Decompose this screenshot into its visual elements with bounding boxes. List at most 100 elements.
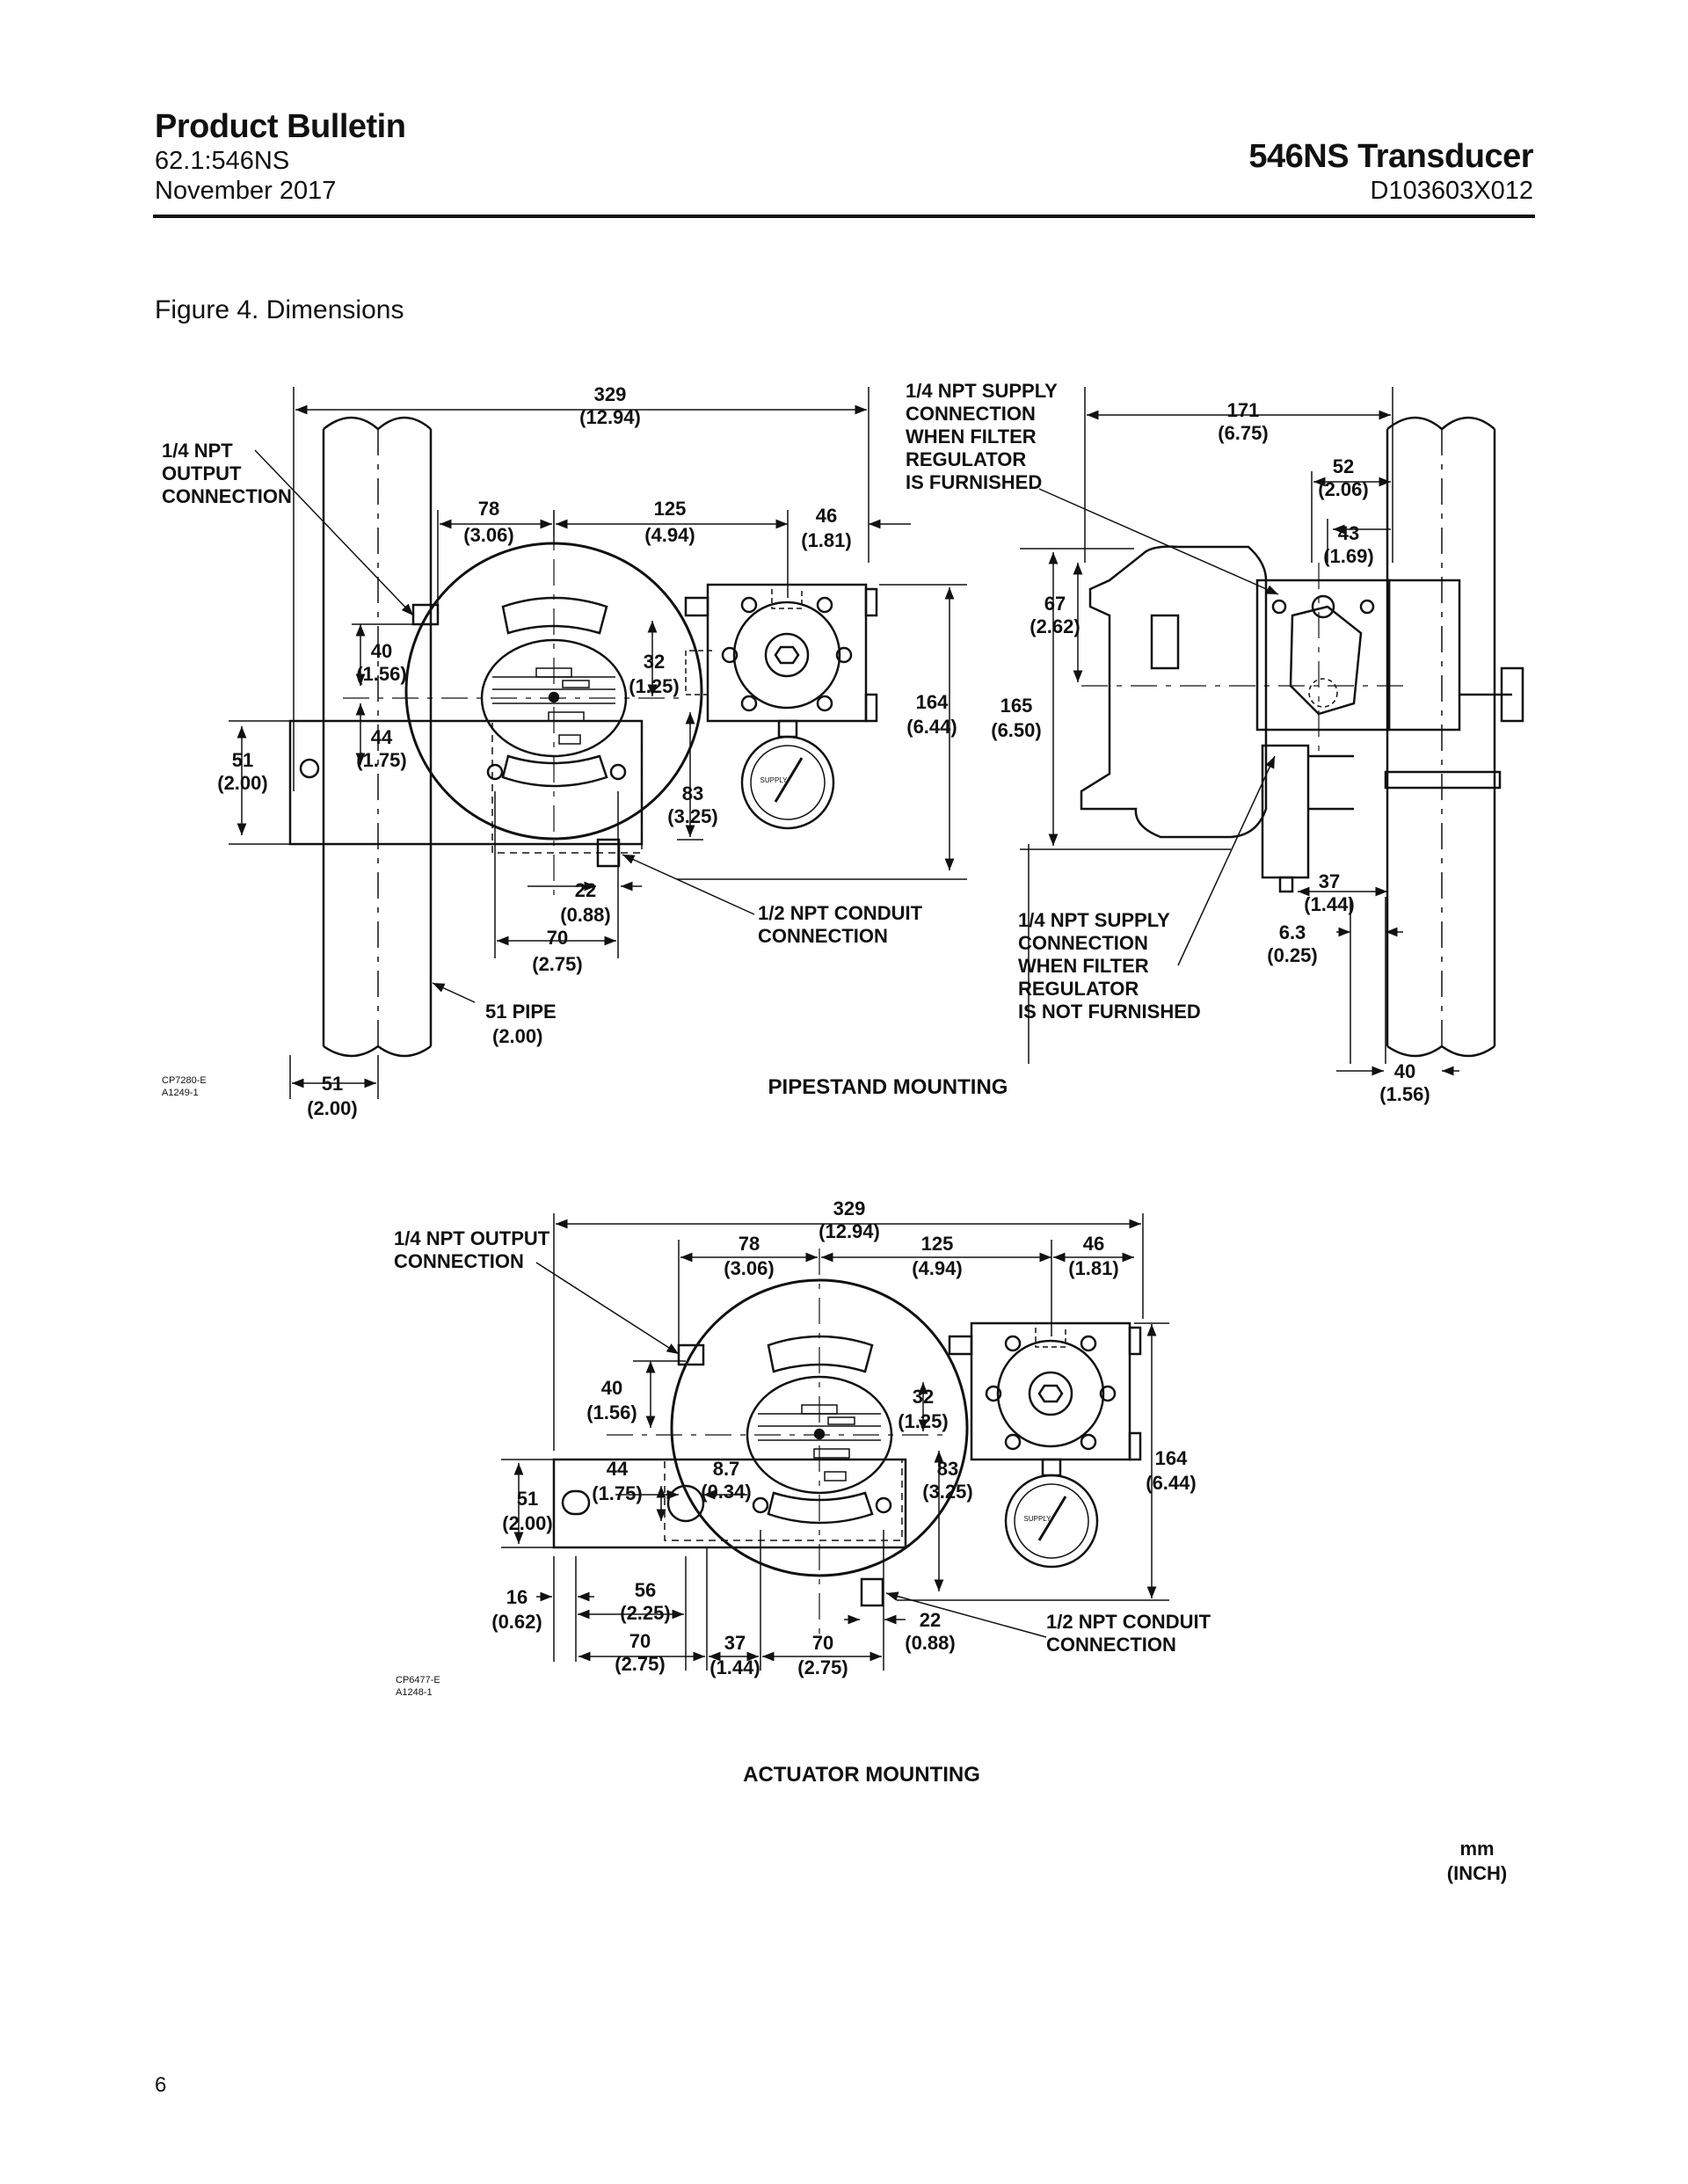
dimension-label: 125 xyxy=(654,498,687,520)
dimension-label: CP7280-E xyxy=(162,1075,207,1086)
dimension-label: (1.44) xyxy=(709,1656,760,1678)
dimension-label: 1/2 NPT CONDUIT xyxy=(758,902,923,924)
actuator-terminal-box xyxy=(970,1321,1131,1461)
dimension-label: (4.94) xyxy=(912,1257,962,1279)
dimension-label: (0.25) xyxy=(1267,944,1317,966)
dimension-label: (0.62) xyxy=(491,1611,542,1633)
dimension-label: CONNECTION xyxy=(1018,932,1148,954)
dimension-label: (1.25) xyxy=(898,1410,948,1432)
dimension-label: CONNECTION xyxy=(394,1250,524,1272)
dimension-label: 329 xyxy=(594,383,627,405)
dimension-label: 164 xyxy=(1155,1447,1188,1469)
dimension-label: 83 xyxy=(937,1458,958,1480)
pipestand-title: PIPESTAND MOUNTING xyxy=(768,1075,1008,1099)
dimension-label: SUPPLY xyxy=(1024,1515,1052,1523)
dimension-label: (2.75) xyxy=(615,1653,665,1675)
product-title: 546NS Transducer xyxy=(1248,138,1533,175)
dimension-label: 56 xyxy=(635,1579,656,1601)
output-port-boss xyxy=(411,603,440,626)
dimension-label: 125 xyxy=(921,1233,954,1255)
dimension-label: (12.94) xyxy=(819,1220,880,1242)
dimension-label: (1.56) xyxy=(586,1401,637,1423)
dimension-label: (1.56) xyxy=(356,663,406,685)
dimension-label: (1.25) xyxy=(629,675,679,697)
pipestand-front-view xyxy=(288,416,878,1058)
dimension-label: 67 xyxy=(1044,593,1066,615)
dimension-label: 51 PIPE xyxy=(485,1001,557,1023)
dimension-label: 40 xyxy=(1394,1060,1415,1082)
dimension-label: 83 xyxy=(682,783,703,804)
bulletin-number: 62.1:546NS xyxy=(155,147,290,175)
dimension-label: 164 xyxy=(916,691,949,713)
dimension-label: 51 xyxy=(232,749,253,771)
bulletin-date: November 2017 xyxy=(155,177,337,205)
pipestand-front-labels: 1/4 NPT OUTPUT CONNECTION 329 (12.94) 78… xyxy=(162,383,1008,1119)
dimension-label: 51 xyxy=(517,1488,538,1510)
dimension-label: (6.75) xyxy=(1218,422,1268,444)
dimension-label: 22 xyxy=(920,1609,941,1631)
dimension-label: 78 xyxy=(738,1233,760,1255)
units-legend: mm (INCH) xyxy=(1447,1838,1507,1884)
dimension-label: WHEN FILTER xyxy=(1018,955,1149,977)
dimension-label: (2.00) xyxy=(307,1097,357,1119)
dimension-label: REGULATOR xyxy=(1018,978,1139,1000)
dimension-label: (2.62) xyxy=(1030,615,1080,637)
dimension-label: (2.06) xyxy=(1318,478,1368,500)
dimension-label: 171 xyxy=(1227,399,1260,421)
dimension-label: 165 xyxy=(1000,695,1033,717)
dimension-label: (INCH) xyxy=(1447,1862,1507,1884)
actuator-labels: 1/4 NPT OUTPUT CONNECTION 329 (12.94) 78… xyxy=(394,1198,1211,1787)
dimension-label: (1.81) xyxy=(1068,1257,1118,1279)
dimension-label: WHEN FILTER xyxy=(906,426,1037,448)
dimension-label: 37 xyxy=(724,1632,746,1654)
dimension-label: CONNECTION xyxy=(1046,1634,1176,1656)
dimension-label: (6.44) xyxy=(1146,1472,1196,1494)
dimension-label: 16 xyxy=(506,1586,528,1608)
dimension-label: (3.06) xyxy=(724,1257,774,1279)
dimension-label: 1/2 NPT CONDUIT xyxy=(1046,1611,1211,1633)
dimension-label: (1.75) xyxy=(592,1482,642,1504)
dimension-label: SUPPLY xyxy=(760,776,789,784)
dimension-label: 70 xyxy=(629,1630,651,1652)
dimension-label: (12.94) xyxy=(579,406,641,428)
actuator-title: ACTUATOR MOUNTING xyxy=(743,1763,980,1787)
figure-caption: Figure 4. Dimensions xyxy=(155,295,404,324)
dimension-label: IS NOT FURNISHED xyxy=(1018,1001,1201,1023)
dimension-label: 44 xyxy=(371,726,393,748)
lower-window xyxy=(501,754,608,788)
pipestand-side-dims xyxy=(1020,387,1459,1076)
document-number: D103603X012 xyxy=(1370,177,1533,205)
supply-gauge xyxy=(740,735,835,830)
dimension-label: REGULATOR xyxy=(906,448,1026,470)
dimension-label: CONNECTION xyxy=(906,403,1036,425)
dimension-label: 43 xyxy=(1338,522,1359,544)
pipe xyxy=(322,416,433,1058)
dimension-label: IS FURNISHED xyxy=(906,471,1042,493)
side-housing xyxy=(1080,545,1268,839)
dimension-label: (2.00) xyxy=(217,772,267,794)
dimension-label: 1/4 NPT OUTPUT xyxy=(394,1227,550,1249)
dimension-label: 70 xyxy=(812,1632,833,1654)
filter-regulator xyxy=(1255,579,1391,732)
dimension-label: (1.81) xyxy=(801,529,851,551)
dimension-label: 78 xyxy=(478,498,499,520)
actuator-supply-gauge xyxy=(1004,1474,1099,1569)
dimension-label: 32 xyxy=(644,651,665,673)
dimension-label: (0.88) xyxy=(560,904,610,926)
dimension-label: (2.25) xyxy=(620,1602,670,1624)
dimension-label: (6.44) xyxy=(906,716,957,738)
dimension-label: CONNECTION xyxy=(162,485,292,507)
dimension-label: 6.3 xyxy=(1279,921,1306,943)
dimension-label: 52 xyxy=(1333,455,1354,477)
dimension-label: (2.00) xyxy=(492,1025,542,1047)
bracket-nut xyxy=(299,758,320,779)
dimension-label: (4.94) xyxy=(644,524,695,546)
page-number: 6 xyxy=(155,2073,167,2097)
bulletin-title: Product Bulletin xyxy=(155,108,406,145)
dimension-label: (1.44) xyxy=(1304,893,1354,915)
dimension-label: (1.75) xyxy=(356,749,406,771)
dimension-label: (3.25) xyxy=(922,1481,972,1503)
dimension-label: A1248-1 xyxy=(396,1687,433,1698)
dimension-label: (3.25) xyxy=(667,805,717,827)
